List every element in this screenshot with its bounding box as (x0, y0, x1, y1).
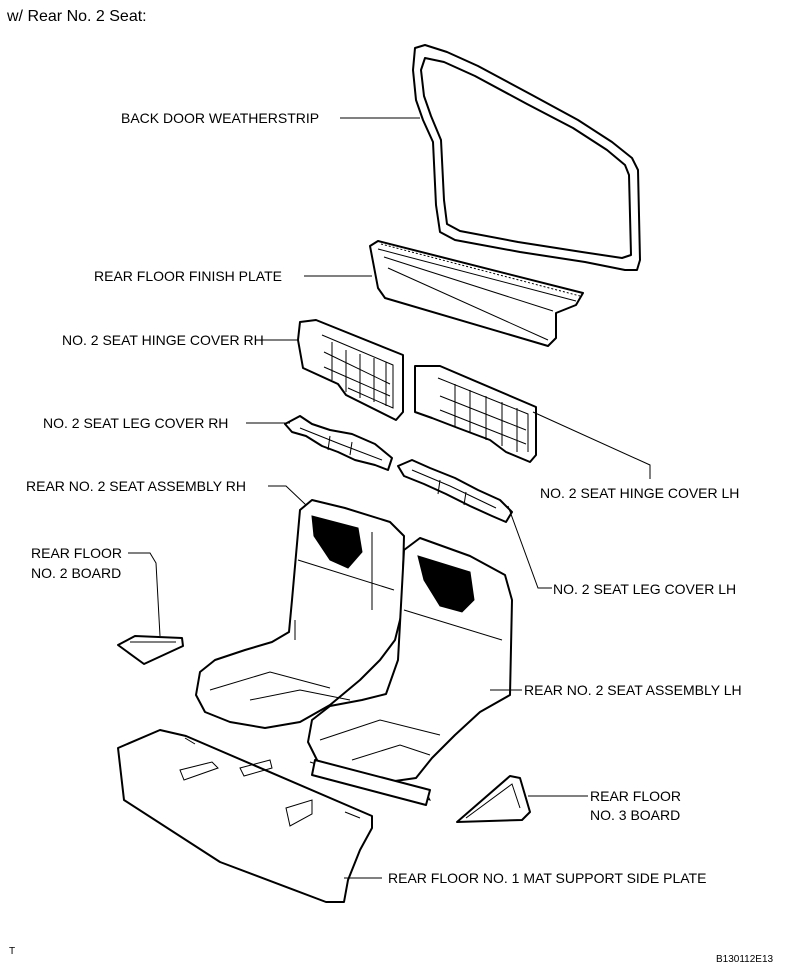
mat-support-side-plate-drawing (117, 729, 373, 903)
label-hinge-cover-rh: NO. 2 SEAT HINGE COVER RH (62, 332, 264, 348)
label-seat-assembly-lh: REAR NO. 2 SEAT ASSEMBLY LH (524, 682, 742, 698)
footer-left-mark: T (9, 946, 16, 957)
label-leg-cover-lh: NO. 2 SEAT LEG COVER LH (553, 581, 737, 597)
label-hinge-cover-lh: NO. 2 SEAT HINGE COVER LH (540, 485, 740, 501)
leg-cover-rh-drawing (284, 415, 393, 471)
label-floor-no3-board-line1: REAR FLOOR (590, 788, 682, 804)
floor-no3-board-drawing (456, 775, 531, 823)
label-floor-no2-board-line2: NO. 2 BOARD (31, 565, 122, 581)
label-floor-no3-board-line2: NO. 3 BOARD (590, 807, 681, 823)
seat-assembly-lh-drawing (307, 537, 513, 806)
rear-floor-finish-plate-drawing (369, 240, 584, 347)
leader-lines (128, 117, 651, 879)
page-title: w/ Rear No. 2 Seat: (7, 8, 147, 25)
seat-assembly-rh-drawing (195, 499, 405, 729)
label-floor-no2-board-line1: REAR FLOOR (31, 545, 123, 561)
figure-code: B130112E13 (716, 954, 774, 965)
label-back-door-weatherstrip: BACK DOOR WEATHERSTRIP (121, 110, 320, 126)
back-door-weatherstrip-drawing (412, 44, 641, 271)
label-leg-cover-rh: NO. 2 SEAT LEG COVER RH (43, 415, 229, 431)
label-seat-assembly-rh: REAR NO. 2 SEAT ASSEMBLY RH (26, 478, 246, 494)
leg-cover-lh-drawing (397, 459, 513, 523)
label-rear-floor-finish-plate: REAR FLOOR FINISH PLATE (94, 268, 282, 284)
label-mat-support-side-plate: REAR FLOOR NO. 1 MAT SUPPORT SIDE PLATE (388, 870, 707, 886)
floor-no2-board-drawing (117, 635, 184, 665)
hinge-cover-lh-drawing (414, 365, 537, 463)
hinge-cover-rh-drawing (297, 319, 404, 421)
